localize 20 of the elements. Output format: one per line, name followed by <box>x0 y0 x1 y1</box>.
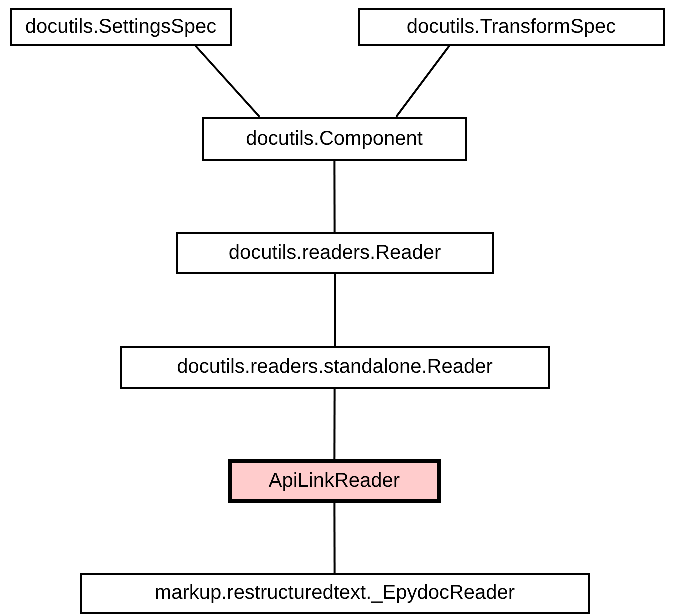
class-name: docutils.TransformSpec <box>406 16 616 38</box>
connector-line <box>334 503 336 573</box>
class-box <box>120 346 550 389</box>
class-box <box>80 573 590 614</box>
connector-line <box>396 45 450 118</box>
connector-line <box>334 389 336 459</box>
class-box <box>10 8 232 46</box>
connector-line <box>334 161 336 232</box>
class-box <box>358 8 665 46</box>
highlighted-class-box <box>228 459 441 503</box>
class-name: docutils.Component <box>246 128 423 150</box>
class-name: markup.restructuredtext._EpydocReader <box>154 582 516 605</box>
connector-line <box>334 274 336 346</box>
class-name: docutils.readers.Reader <box>228 242 442 264</box>
class-name: docutils.SettingsSpec <box>25 16 217 38</box>
connector-line <box>194 45 261 118</box>
class-box <box>202 117 467 161</box>
class-name: ApiLinkReader <box>268 470 400 492</box>
class-box <box>176 232 494 274</box>
class-name: docutils.readers.standalone.Reader <box>177 356 493 379</box>
